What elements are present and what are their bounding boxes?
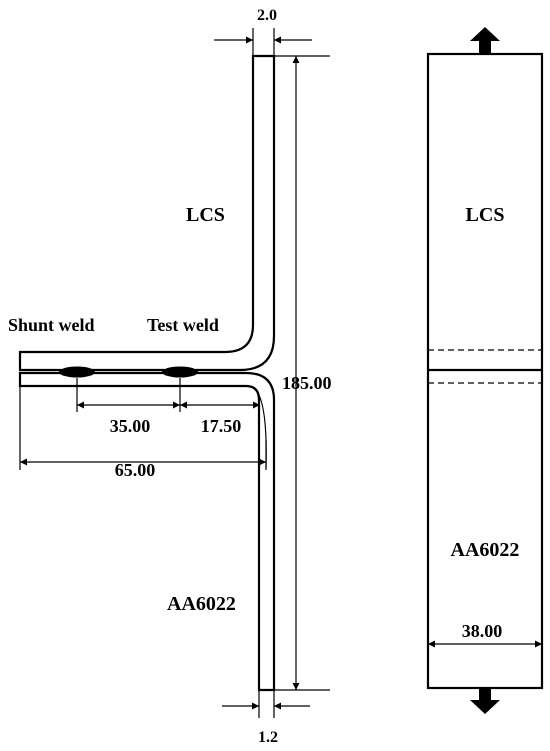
hidden-edges <box>428 349 542 384</box>
bottom-thickness-dimension <box>222 690 310 718</box>
load-arrow-down-icon <box>470 688 500 714</box>
width-dimension-label: 38.00 <box>462 621 503 641</box>
test-weld-label: Test weld <box>147 315 219 335</box>
front-aa6022-label: AA6022 <box>451 539 520 561</box>
front-view <box>426 52 544 690</box>
shunt-weld-nugget <box>59 366 95 378</box>
test-weld-nugget <box>162 366 198 378</box>
test-weld-offset-label: 17.50 <box>201 416 242 436</box>
height-dimension <box>274 55 330 691</box>
top-thickness-label: 2.0 <box>257 7 277 24</box>
top-thickness-dimension <box>214 28 312 56</box>
side-aa6022-label: AA6022 <box>167 593 236 615</box>
flange-length-label: 65.00 <box>115 460 156 480</box>
weld-spacing-label: 35.00 <box>110 416 151 436</box>
shunt-weld-label: Shunt weld <box>8 315 95 335</box>
lcs-sheet-outline <box>18 54 276 372</box>
load-arrow-up-icon <box>470 27 500 54</box>
height-dimension-label: 185.00 <box>282 373 332 393</box>
front-lcs-label: LCS <box>466 204 505 226</box>
weld-spacing-dimensions <box>76 378 260 412</box>
flange-length-dimension <box>19 386 267 470</box>
side-view <box>18 54 276 692</box>
bottom-thickness-label: 1.2 <box>258 729 278 746</box>
side-lcs-label: LCS <box>186 204 225 226</box>
